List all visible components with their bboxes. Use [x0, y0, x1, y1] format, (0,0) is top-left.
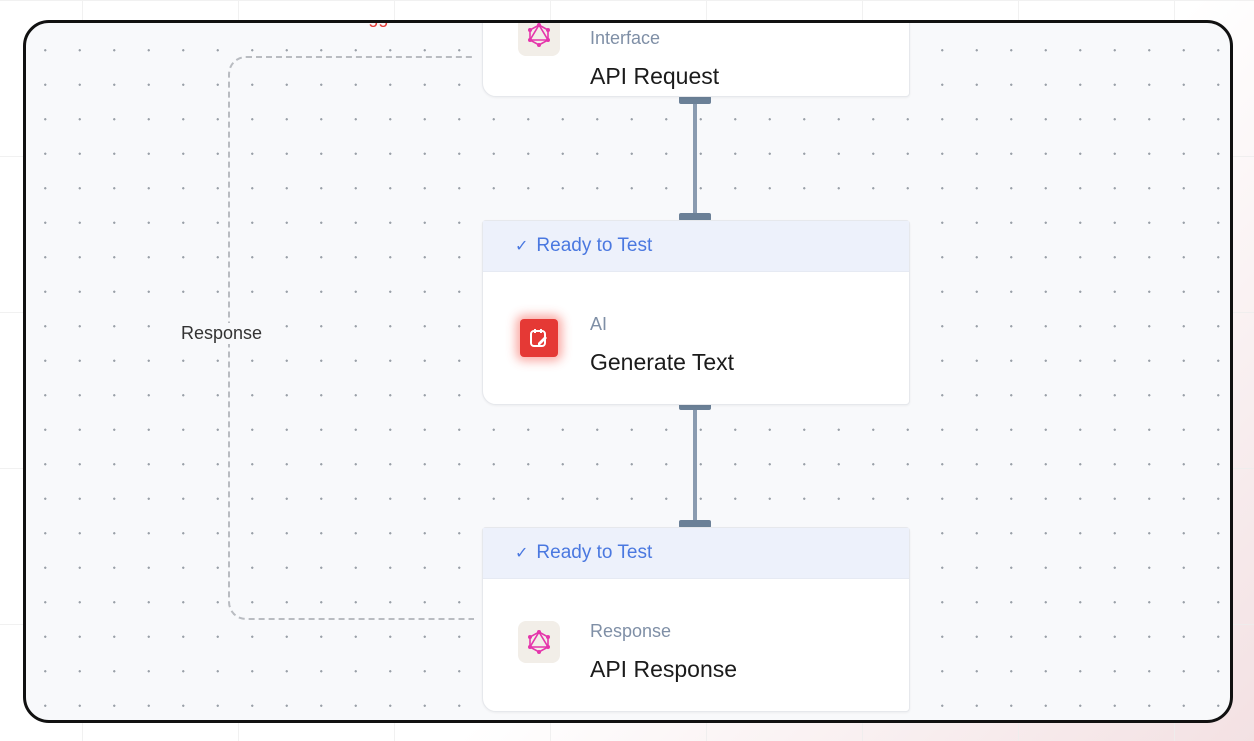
- check-icon: ✓: [515, 238, 529, 255]
- workflow-canvas[interactable]: Trigger Response Interface API Request ✓…: [23, 20, 1233, 723]
- node-category: Interface: [590, 28, 661, 48]
- status-label: Ready to Test: [536, 235, 653, 256]
- node-title: API Response: [590, 656, 738, 682]
- connector-edge[interactable]: [693, 99, 697, 219]
- response-edge-label: Response: [179, 323, 265, 344]
- node-api-request[interactable]: Interface API Request: [482, 23, 910, 97]
- node-category: Response: [590, 621, 672, 641]
- node-generate-text[interactable]: ✓ Ready to Test AI Generate Text: [482, 220, 910, 405]
- input-handle[interactable]: [679, 520, 711, 528]
- node-api-response[interactable]: ✓ Ready to Test Response API Response: [482, 527, 910, 712]
- check-icon: ✓: [515, 545, 529, 562]
- response-loop-edge[interactable]: [228, 56, 474, 620]
- node-title: Generate Text: [590, 349, 735, 375]
- ai-text-icon: [520, 319, 558, 357]
- output-handle[interactable]: [679, 402, 711, 410]
- input-handle[interactable]: [679, 213, 711, 221]
- node-category: AI: [590, 314, 608, 334]
- node-status: ✓ Ready to Test: [483, 221, 909, 272]
- graphql-icon: [518, 621, 560, 663]
- graphql-icon: [518, 23, 560, 56]
- node-status: ✓ Ready to Test: [483, 528, 909, 579]
- trigger-edge-label: Trigger: [348, 23, 404, 28]
- status-label: Ready to Test: [536, 542, 653, 563]
- node-title: API Request: [590, 63, 720, 89]
- connector-edge[interactable]: [693, 405, 697, 525]
- output-handle[interactable]: [679, 96, 711, 104]
